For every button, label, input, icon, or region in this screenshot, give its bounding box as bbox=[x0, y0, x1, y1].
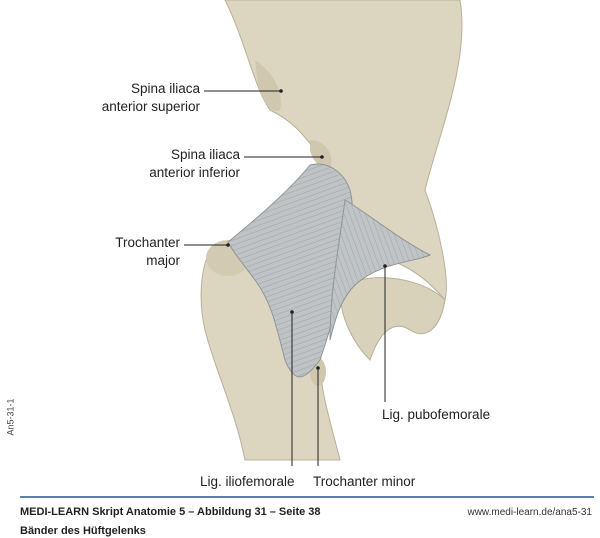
pelvis bbox=[224, 0, 463, 361]
label-lig-pubofemorale: Lig. pubofemorale bbox=[382, 407, 491, 422]
label-line: Spina iliaca bbox=[170, 147, 240, 162]
footer-caption: Bänder des Hüftgelenks bbox=[20, 525, 146, 537]
label-line: Spina iliaca bbox=[130, 81, 200, 96]
label-spina-iliaca-anterior-inferior: Spina iliaca anterior inferior bbox=[120, 146, 240, 182]
footer-source: MEDI-LEARN Skript Anatomie 5 – Abbildung… bbox=[20, 506, 321, 518]
leader-lines bbox=[184, 90, 386, 466]
label-trochanter-minor: Trochanter minor bbox=[313, 474, 416, 489]
label-spina-iliaca-anterior-superior: Spina iliaca anterior superior bbox=[80, 80, 200, 116]
label-lig-iliofemorale: Lig. iliofemorale bbox=[200, 474, 295, 489]
footer-divider bbox=[20, 496, 594, 498]
label-trochanter-major: Trochanter major bbox=[60, 234, 180, 270]
label-line: major bbox=[146, 253, 180, 268]
footer-url[interactable]: www.medi-learn.de/ana5-31 bbox=[467, 507, 592, 518]
label-line: Trochanter bbox=[115, 235, 180, 250]
label-line: anterior inferior bbox=[149, 165, 240, 180]
figure-id: An5-31-1 bbox=[5, 398, 16, 436]
ligaments bbox=[227, 163, 432, 378]
hip-ligaments-illustration bbox=[184, 0, 463, 466]
label-line: anterior superior bbox=[101, 99, 200, 114]
